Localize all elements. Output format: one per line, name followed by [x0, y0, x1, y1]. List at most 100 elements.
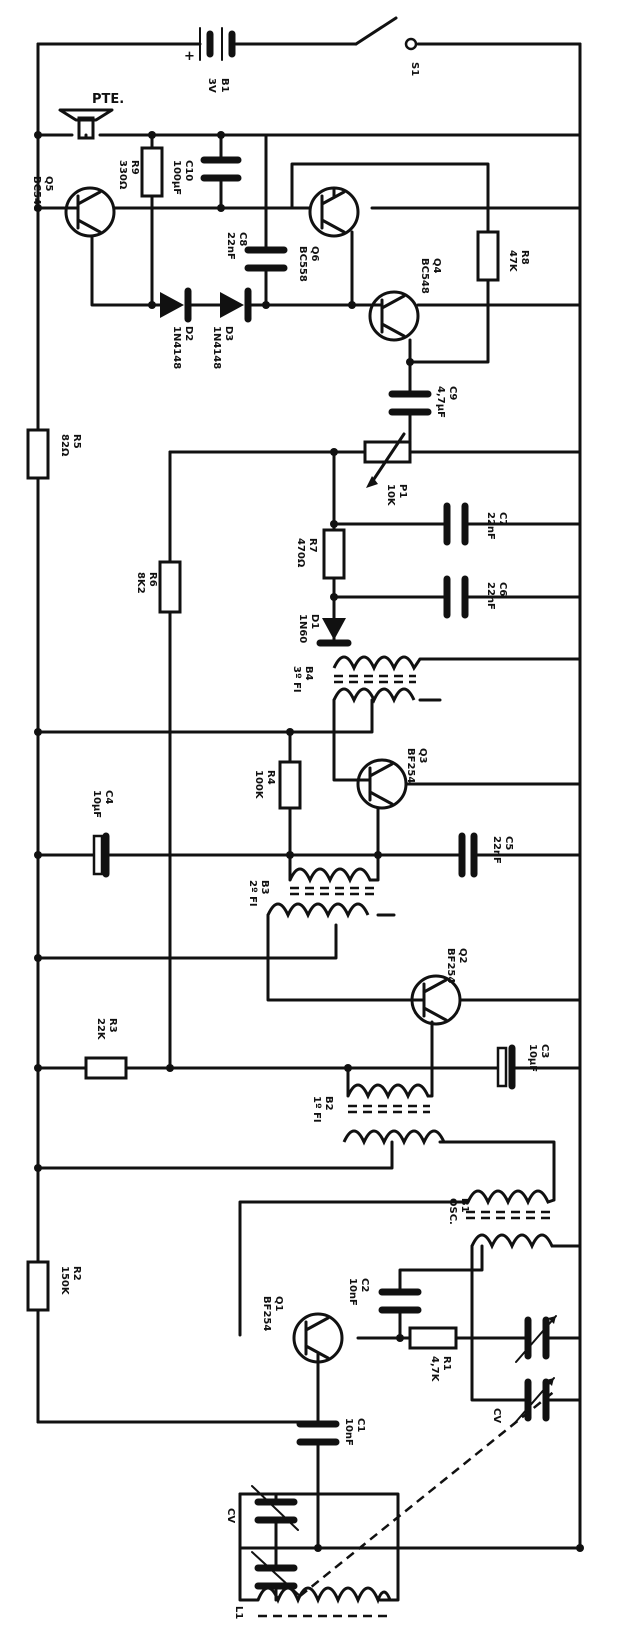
c2-value-label: 10nF [347, 1278, 358, 1306]
r2-ref-label: R2 [71, 1266, 82, 1281]
transformer-b4: B4 3º FI [291, 655, 422, 704]
resistor-r5: R5 82Ω [26, 428, 82, 480]
resistor-r9: R9 330Ω [117, 146, 164, 198]
b4-ref-label: B4 [303, 666, 314, 681]
coil-l1: L1 [233, 1586, 392, 1619]
q2-ref-label: Q2 [457, 948, 468, 964]
transistor-q4: Q4 BC548 [368, 258, 442, 342]
r2-value-label: 150K [59, 1266, 70, 1296]
c7-ref-label: C7 [497, 512, 508, 526]
junctions [34, 131, 584, 1552]
r4-ref-label: R4 [265, 770, 276, 785]
resistor-r1: R1 4,7K [408, 1326, 458, 1383]
q2-value-label: BF254 [445, 948, 456, 983]
diode-d3: D3 1N4148 [211, 287, 252, 369]
q3-ref-label: Q3 [417, 748, 428, 764]
transistor-q3: Q3 BF254 [356, 748, 428, 810]
q3-value-label: BF254 [405, 748, 416, 783]
speaker: PTE. [58, 92, 124, 140]
b1-osc-ref-label: B1 [459, 1198, 470, 1213]
battery-b1: + B1 3V [184, 27, 236, 93]
transistor-q2: Q2 BF254 [410, 948, 468, 1026]
d3-ref-label: D3 [223, 326, 234, 341]
r4-value-label: 100K [253, 770, 264, 800]
variable-capacitor-right-top [515, 1315, 557, 1363]
capacitor-c3: C3 10µF [496, 1044, 550, 1090]
r8-value-label: 47K [507, 250, 518, 273]
resistor-r7: R7 470Ω [295, 528, 346, 580]
c1-ref-label: C1 [355, 1418, 366, 1432]
r9-value-label: 330Ω [117, 160, 128, 190]
capacitor-c4: C4 10µF [91, 790, 114, 878]
l1-ref-label: L1 [233, 1606, 244, 1619]
c4-ref-label: C4 [103, 790, 114, 804]
r9-ref-label: R9 [129, 160, 140, 175]
r6-value-label: 8K2 [135, 572, 146, 594]
r7-ref-label: R7 [307, 538, 318, 553]
d2-value-label: 1N4148 [171, 326, 182, 369]
resistor-r2: R2 150K [26, 1260, 82, 1312]
q6-value-label: BC558 [297, 246, 308, 282]
transistor-q6: Q6 BC558 [297, 186, 360, 282]
switch-s1: S1 [354, 16, 420, 76]
resistor-r8: R8 47K [476, 230, 530, 282]
b1-osc-value-label: OSC. [447, 1198, 458, 1225]
battery-ref-label: B1 [219, 78, 230, 93]
c7-value-label: 22nF [485, 512, 496, 540]
c3-value-label: 10µF [527, 1044, 538, 1072]
capacitor-c6: C6 22nF [443, 575, 508, 619]
switch-ref-label: S1 [409, 62, 420, 76]
battery-plus-label: + [184, 49, 195, 64]
c10-ref-label: C10 [183, 160, 194, 181]
battery-value-label: 3V [206, 78, 217, 93]
capacitor-c1: C1 10nF [296, 1418, 366, 1446]
r6-ref-label: R6 [147, 572, 158, 587]
q5-value-label: BC548 [31, 176, 42, 212]
c9-ref-label: C9 [447, 386, 458, 400]
r3-ref-label: R3 [107, 1018, 118, 1033]
capacitor-c5: C5 22nF [458, 832, 514, 878]
c2-ref-label: C2 [359, 1278, 370, 1292]
b2-ref-label: B2 [323, 1096, 334, 1111]
c5-value-label: 22nF [491, 836, 502, 864]
d1-ref-label: D1 [309, 614, 320, 629]
c1-value-label: 10nF [343, 1418, 354, 1446]
transistor-q1: Q1 BF254 [261, 1296, 344, 1364]
q1-value-label: BF254 [261, 1296, 272, 1331]
r7-value-label: 470Ω [295, 538, 306, 568]
resistor-r4: R4 100K [253, 760, 302, 810]
capacitor-c9: C9 4,7µF [388, 386, 458, 418]
r5-ref-label: R5 [71, 434, 82, 449]
b3-ref-label: B3 [259, 880, 270, 895]
cv-bottom-label: CV [491, 1408, 502, 1423]
q4-ref-label: Q4 [431, 258, 442, 274]
c8-value-label: 22nF [225, 232, 236, 260]
capacitor-c10: C10 100µF [171, 156, 242, 195]
speaker-label: PTE. [92, 92, 124, 107]
r8-ref-label: R8 [519, 250, 530, 265]
r1-value-label: 4,7K [429, 1356, 440, 1383]
d2-ref-label: D2 [183, 326, 194, 341]
cv-top-label: CV [225, 1508, 236, 1523]
transformer-b1-oscillator: B1 OSC. [447, 1189, 560, 1250]
r5-value-label: 82Ω [59, 434, 70, 457]
gang-linkage [299, 1389, 557, 1597]
c5-ref-label: C5 [503, 836, 514, 850]
q5-ref-label: Q5 [43, 176, 54, 192]
capacitor-c7: C7 22nF [443, 502, 508, 546]
d1-value-label: 1N60 [297, 614, 308, 643]
capacitor-c2: C2 10nF [347, 1278, 422, 1314]
b4-value-label: 3º FI [291, 666, 302, 693]
resistor-r6: R6 8K2 [135, 560, 182, 614]
c9-value-label: 4,7µF [435, 386, 446, 418]
q4-value-label: BC548 [419, 258, 430, 294]
r1-ref-label: R1 [441, 1356, 452, 1371]
variable-capacitor-left-top [251, 1485, 299, 1531]
potentiometer-p1: P1 10K [363, 432, 412, 507]
p1-value-label: 10K [385, 484, 396, 507]
diode-d1: D1 1N60 [297, 614, 352, 647]
resistor-r3: R3 22K [84, 1018, 128, 1080]
c10-value-label: 100µF [171, 160, 182, 195]
c6-ref-label: C6 [497, 582, 508, 596]
